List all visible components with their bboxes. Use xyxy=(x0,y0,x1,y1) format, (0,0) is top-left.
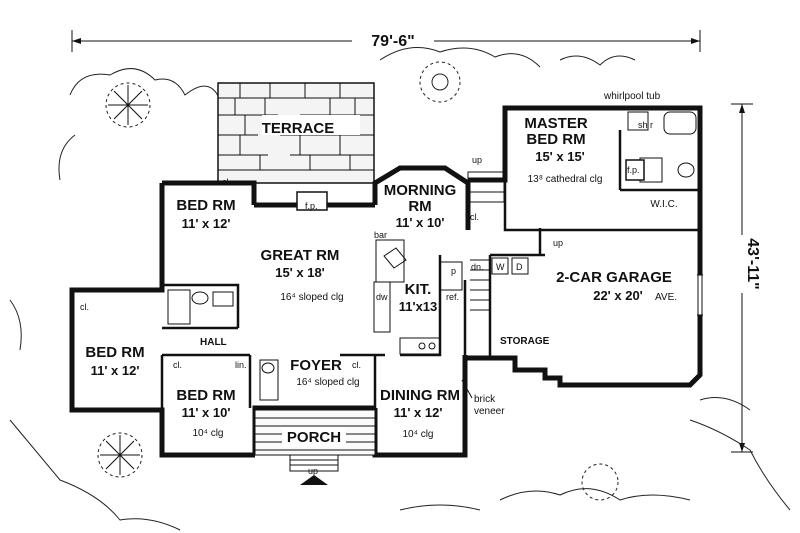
up-tag: up xyxy=(472,155,482,165)
brick-veneer-label-line1: brick xyxy=(474,394,496,405)
fireplace-icon xyxy=(625,159,645,181)
master-dimension: 15' x 15' xyxy=(535,149,585,164)
foyer-ceiling-note: 16⁴ sloped clg xyxy=(296,377,359,388)
terrace-label: TERRACE xyxy=(262,120,335,137)
great-room-title: GREAT RM xyxy=(261,247,340,264)
interior-walls xyxy=(160,130,700,410)
washer-dryer xyxy=(491,257,529,275)
garage-windows xyxy=(697,274,703,316)
bedroom2-dimension: 11' x 12' xyxy=(91,363,140,378)
fireplace-tag: f.p. xyxy=(305,201,318,211)
closet-tag: cl. xyxy=(80,302,89,312)
kitchen-title: KIT. xyxy=(405,281,432,298)
kitchen-fixtures xyxy=(373,239,463,355)
master-title-line2: BED RM xyxy=(526,131,585,148)
bedroom3-title: BED RM xyxy=(176,387,235,404)
tree-icon xyxy=(419,61,461,103)
morning-room-dimension: 11' x 10' xyxy=(396,215,445,230)
closet-tag: cl. xyxy=(222,177,231,187)
pantry-tag: p xyxy=(451,266,456,276)
overall-depth-dimension: 43'-11" xyxy=(731,103,761,453)
garage-title: 2-CAR GARAGE xyxy=(556,269,672,286)
porch-brick xyxy=(254,409,376,456)
storage-label: STORAGE xyxy=(500,336,550,347)
dryer-tag: D xyxy=(516,262,523,272)
bedroom2-title: BED RM xyxy=(85,344,144,361)
master-title-line1: MASTER xyxy=(524,115,588,132)
fireplace-icon xyxy=(296,191,328,211)
linen-closet-tag: lin. xyxy=(235,360,247,370)
landscape-sketch xyxy=(9,47,791,531)
overall-width-dimension: 79'-6" xyxy=(71,28,701,52)
brick-veneer-label-line2: veneer xyxy=(474,406,505,417)
up-tag: up xyxy=(308,466,318,476)
closet-tag: cl. xyxy=(470,212,479,222)
dining-room-ceiling-note: 10⁴ clg xyxy=(403,429,434,440)
master-ceiling-note: 13⁸ cathedral clg xyxy=(528,174,603,185)
terrace-steps xyxy=(467,171,505,203)
bedroom3-dimension: 11' x 10' xyxy=(182,405,231,420)
bedroom3-ceiling-note: 10⁴ clg xyxy=(193,428,224,439)
front-steps xyxy=(289,454,339,485)
fireplace-tag: f.p. xyxy=(627,165,640,175)
bathroom-fixtures xyxy=(167,111,697,401)
foyer-title: FOYER xyxy=(290,357,342,374)
morning-room-title-line2: RM xyxy=(408,198,431,215)
shower-label: sh r xyxy=(638,120,653,130)
dining-room-dimension: 11' x 12' xyxy=(394,405,443,420)
garage-dimension: 22' x 20' xyxy=(593,288,643,303)
bedroom1-dimension: 11' x 12' xyxy=(182,216,231,231)
terrace-stonework xyxy=(217,82,375,184)
garage-ave-label: AVE. xyxy=(655,292,677,303)
morning-room-title-line1: MORNING xyxy=(384,182,457,199)
great-room-dimension: 15' x 18' xyxy=(275,265,325,280)
garage-stairs xyxy=(470,259,490,311)
up-tag: up xyxy=(553,238,563,248)
tree-icon xyxy=(105,82,151,128)
refrigerator-tag: ref. xyxy=(446,292,459,302)
tree-icon xyxy=(97,432,143,478)
washer-tag: W xyxy=(496,262,505,272)
dining-room-title: DINING RM xyxy=(380,387,460,404)
overall-depth-label: 43'-11" xyxy=(744,238,761,289)
bedroom1-title: BED RM xyxy=(176,197,235,214)
bar-tag: bar xyxy=(374,230,387,240)
porch-label: PORCH xyxy=(287,429,341,446)
overall-width-label: 79'-6" xyxy=(371,33,414,50)
down-tag: dn. xyxy=(471,262,484,272)
walk-in-closet-label: W.I.C. xyxy=(650,199,677,210)
closet-tag: cl. xyxy=(352,360,361,370)
whirlpool-tub-label: whirlpool tub xyxy=(603,91,661,102)
kitchen-dimension: 11'x13 xyxy=(399,299,438,314)
dishwasher-tag: dw xyxy=(376,292,388,302)
closet-tag: cl. xyxy=(173,360,182,370)
great-room-ceiling-note: 16⁴ sloped clg xyxy=(280,292,343,303)
tree-icon xyxy=(581,463,619,501)
hall-label: HALL xyxy=(200,337,227,348)
